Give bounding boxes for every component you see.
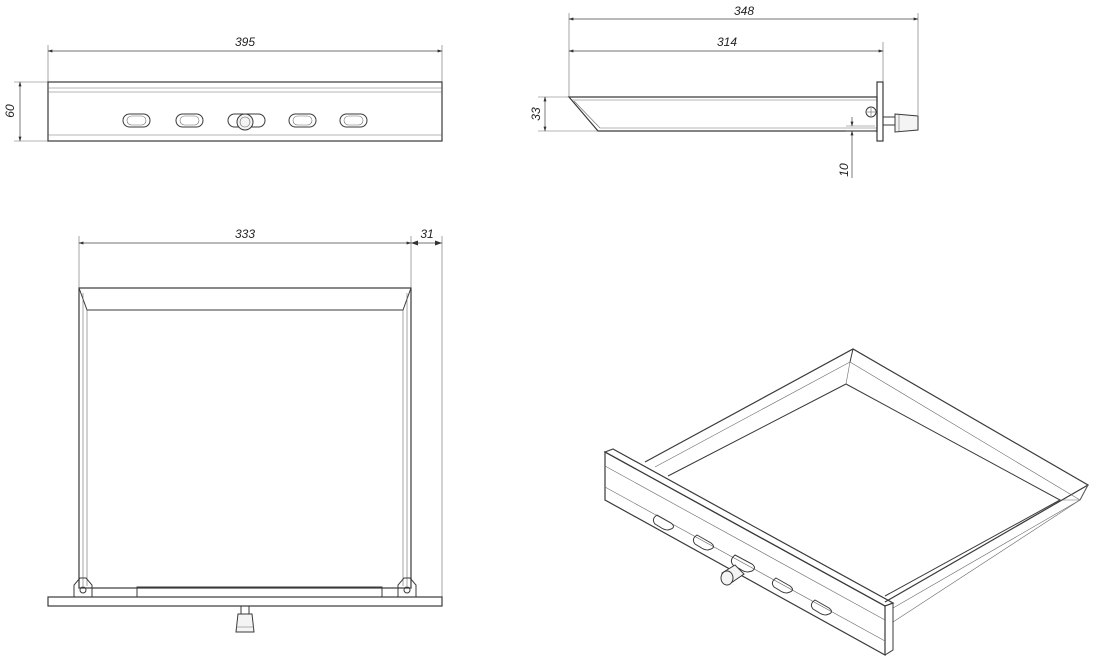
dimension-label-height: 60: [3, 104, 17, 118]
hinges: [73, 577, 417, 597]
iso-tray-rim: [644, 348, 1090, 603]
dimension-label-inner-width: 333: [235, 227, 255, 241]
top-view: 333 31: [47, 227, 443, 633]
top-front-panel: [47, 596, 443, 607]
isometric-view: [603, 348, 1090, 657]
iso-front-panel: [604, 450, 886, 657]
iso-slot-holes: [652, 514, 832, 616]
iso-tray-floor: [667, 383, 1062, 597]
dimension-label-inner-length: 314: [717, 35, 737, 49]
dimension-label-offset: 10: [837, 163, 851, 177]
tray-outline: [78, 287, 412, 589]
side-knob: [882, 113, 919, 133]
front-panel: [47, 81, 443, 142]
dimension-label-width: 395: [235, 35, 255, 49]
knob: [227, 113, 266, 131]
dimension-label-edge: 31: [420, 227, 433, 241]
dimension-label-side-height: 33: [529, 107, 543, 121]
dimension-label-total-length: 348: [734, 4, 754, 18]
iso-knob: [720, 554, 755, 586]
side-view: 348 314 33 10: [529, 4, 919, 178]
front-panel-edge: [876, 81, 884, 142]
tray-profile: [567, 96, 878, 132]
front-view: 395 60: [3, 35, 443, 142]
iso-front-panel-top: [603, 448, 895, 607]
screw: [865, 106, 877, 118]
top-knob: [235, 605, 255, 633]
slot-holes: [122, 113, 368, 128]
